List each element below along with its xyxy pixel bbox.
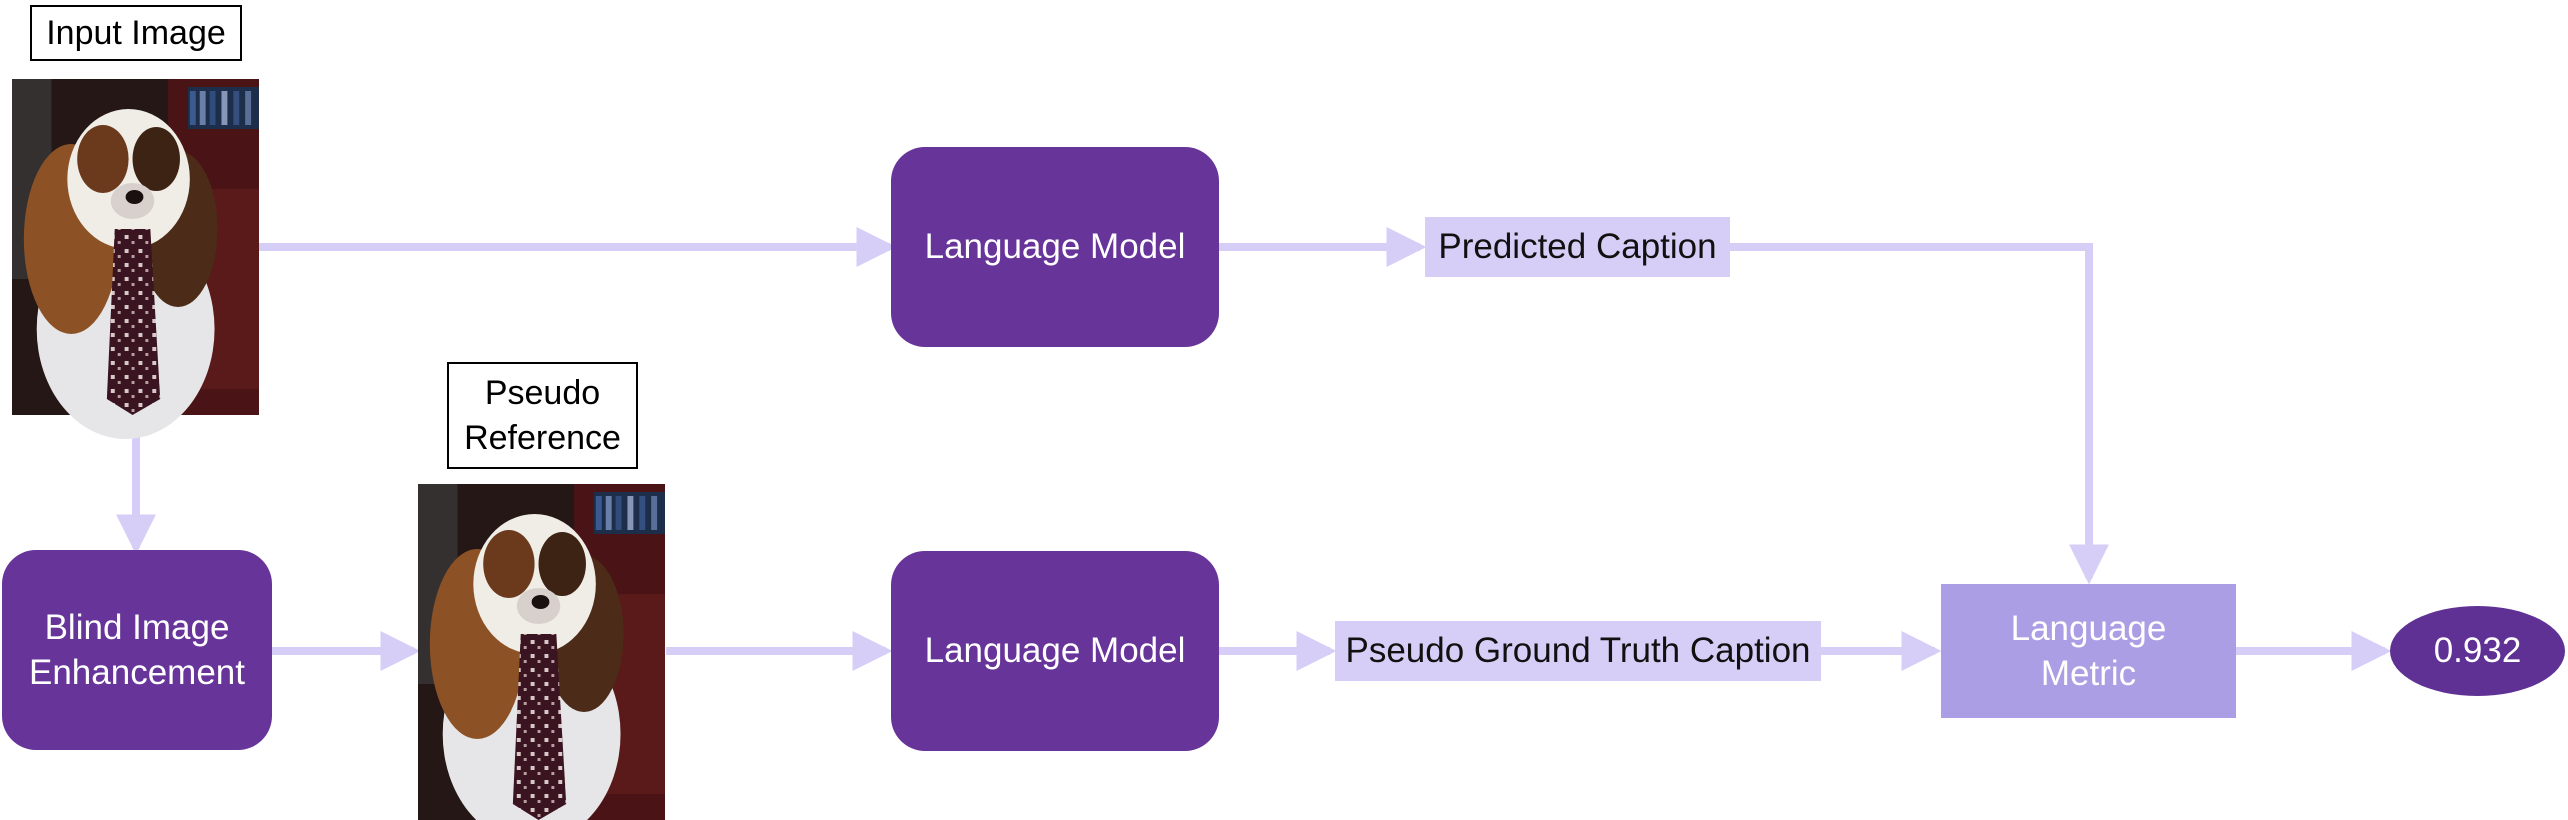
blind-image-enhancement-line1: Blind Image — [44, 607, 230, 647]
language-model-bottom-label: Language Model — [924, 631, 1186, 671]
arrow-predicted-to-metric — [1730, 243, 2109, 585]
input-image-label-text: Input Image — [46, 13, 226, 52]
blind-image-enhancement-line2: Enhancement — [29, 653, 245, 692]
score-node: 0.932 — [2390, 606, 2565, 696]
language-model-top-label: Language Model — [924, 227, 1186, 267]
input-image-label: Input Image — [30, 5, 242, 61]
language-metric-node: Language Metric — [1941, 584, 2236, 718]
pseudo-gt-caption-node: Pseudo Ground Truth Caption — [1335, 621, 1821, 681]
language-model-bottom-node: Language Model — [891, 551, 1219, 751]
pseudo-reference-photo — [418, 484, 665, 820]
score-value: 0.932 — [2433, 631, 2522, 671]
input-image-photo — [12, 79, 259, 439]
language-metric-line2: Metric — [2040, 654, 2137, 693]
blind-image-enhancement-node: Blind Image Enhancement — [2, 550, 272, 750]
language-model-top-node: Language Model — [891, 147, 1219, 347]
pseudo-reference-label-line1: Pseudo — [484, 374, 601, 413]
pseudo-reference-label-line2: Reference — [464, 418, 621, 457]
predicted-caption-label: Predicted Caption — [1438, 227, 1717, 267]
predicted-caption-node: Predicted Caption — [1425, 217, 1730, 277]
pseudo-reference-label: Pseudo Reference — [447, 362, 638, 469]
language-metric-line1: Language — [2010, 608, 2167, 648]
pseudo-gt-caption-label: Pseudo Ground Truth Caption — [1345, 631, 1811, 671]
